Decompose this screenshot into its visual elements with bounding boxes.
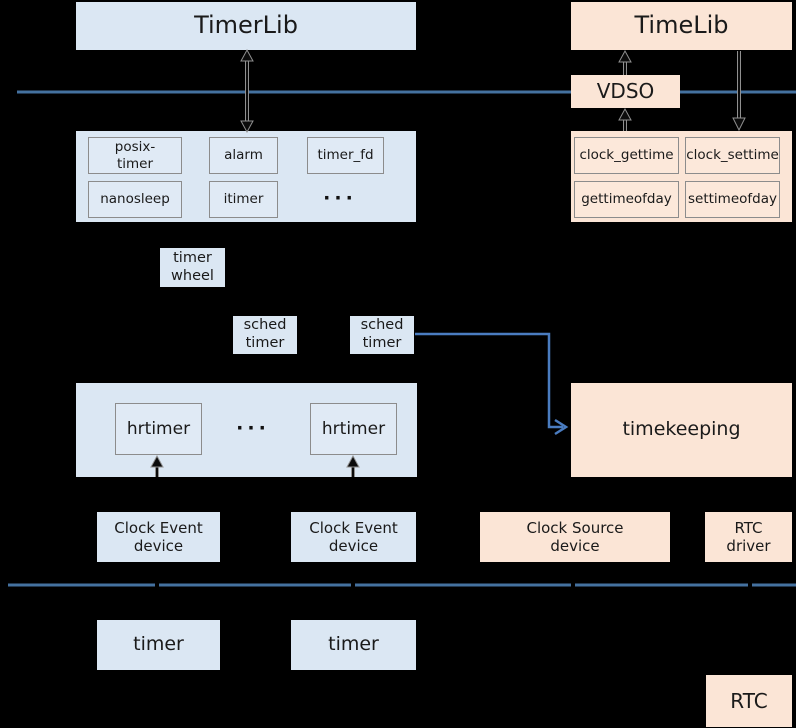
vdso-to-timelib-arrow — [618, 49, 632, 75]
node-clock-event-device-2: Clock Event device — [291, 512, 416, 562]
hidden-hw-connectors — [156, 562, 751, 675]
node-timer-fd: timer_fd — [307, 137, 384, 174]
node-clock-source-device: Clock Source device — [480, 512, 670, 562]
node-hw-timer-1: timer — [97, 620, 220, 670]
node-rtc-driver: RTC driver — [705, 512, 792, 562]
node-timerlib: TimerLib — [76, 2, 416, 50]
timerlib-syscalls-double-arrow — [240, 48, 254, 134]
syscalls-ellipsis: ··· — [323, 187, 357, 210]
hrtimer-ellipsis: ··· — [236, 417, 270, 440]
node-hrtimer-2: hrtimer — [310, 403, 397, 455]
node-nanosleep: nanosleep — [88, 181, 182, 218]
node-clock-settime: clock_settime — [685, 137, 780, 174]
sched-to-timekeeping-connector — [415, 332, 569, 436]
node-clock-gettime: clock_gettime — [574, 137, 679, 174]
node-sched-timer-1: sched timer — [233, 316, 297, 354]
node-posix-timer: posix- timer — [88, 137, 182, 174]
connector-arrowhead — [554, 418, 569, 436]
node-vdso: VDSO — [571, 75, 680, 108]
node-timelib: TimeLib — [571, 2, 792, 50]
timelib-to-syscalls-arrow — [732, 51, 746, 132]
node-hrtimer-1: hrtimer — [115, 403, 202, 455]
syscalls-to-vdso-arrow — [618, 107, 632, 131]
node-itimer: itimer — [209, 181, 278, 218]
node-sched-timer-2: sched timer — [350, 316, 414, 354]
node-gettimeofday: gettimeofday — [574, 181, 679, 218]
node-hw-timer-2: timer — [291, 620, 416, 670]
node-settimeofday: settimeofday — [685, 181, 780, 218]
node-timekeeping: timekeeping — [571, 383, 792, 477]
node-alarm: alarm — [209, 137, 278, 174]
node-clock-event-device-1: Clock Event device — [97, 512, 220, 562]
node-rtc: RTC — [706, 675, 792, 727]
node-timer-wheel: timer wheel — [160, 248, 225, 287]
